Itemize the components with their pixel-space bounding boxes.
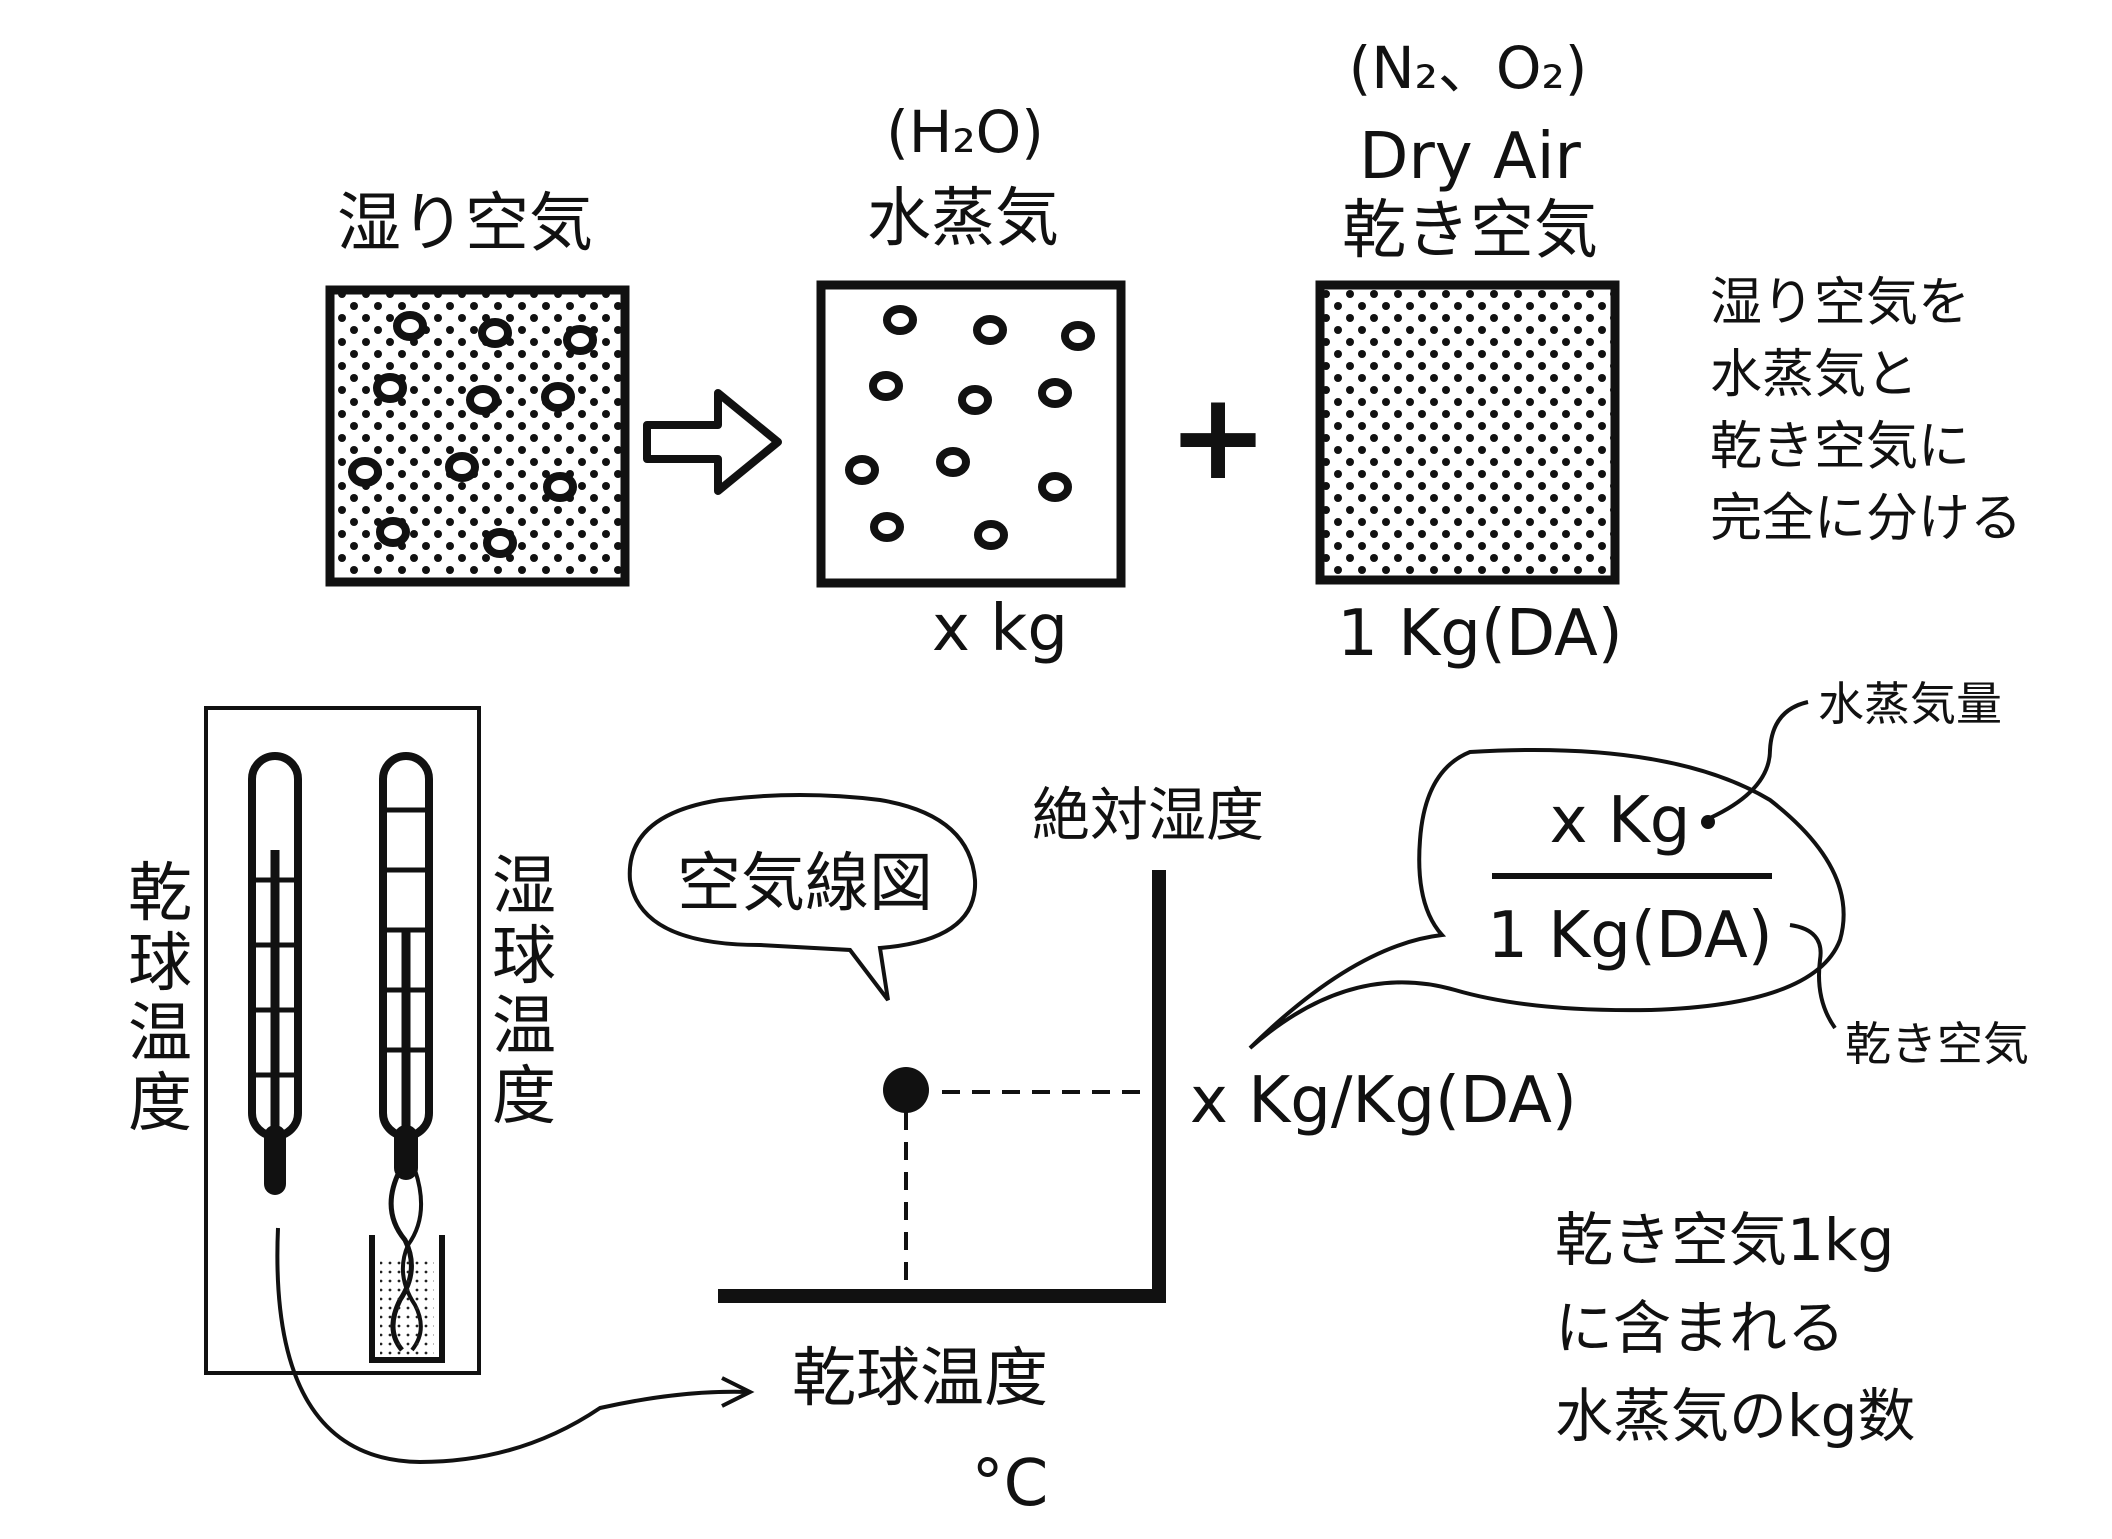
dry-air-box [1315,280,1620,585]
x-axis-label: 乾球温度 [792,1342,1048,1416]
definition-line-2: に含まれる [1555,1294,1845,1362]
fraction-denominator: 1 Kg(DA) [1487,899,1773,973]
numerator-note: 水蒸気量 [1818,677,2002,731]
split-arrow [643,389,782,495]
dry-air-label: 乾き空気 [1342,194,1598,268]
dry-bulb-label: 乾 球 温 度 [128,857,192,1141]
vapor-molecules-mixed [348,311,597,558]
fraction-numerator: x Kg [1550,784,1691,858]
note-line-1: 湿り空気を [1710,273,1970,333]
note-line-2: 水蒸気と [1710,345,1918,405]
y-axis-label: 絶対湿度 [1032,781,1264,849]
denominator-note: 乾き空気 [1845,1017,2029,1071]
dry-air-mass: 1 Kg(DA) [1337,597,1623,671]
thermometer-board [204,706,481,1375]
x-axis-unit: °C [972,1447,1049,1521]
chart-speech-bubble [627,793,978,1002]
svg-text:度: 度 [492,1060,556,1134]
chart-sketch: 空気線図 絶対湿度 x Kg/Kg(DA) 乾球温度 °C [627,781,1577,1521]
svg-text:球: 球 [128,927,192,1001]
svg-text:度: 度 [128,1067,192,1141]
state-point [883,1067,929,1113]
vapor-mass: x kg [932,592,1068,666]
numerator-note-pointer [1709,700,1809,820]
denominator-note-pointer [1789,923,1837,1030]
plus-sign: + [1168,368,1269,507]
vapor-molecules [845,305,1095,550]
water-cup-water [380,1260,434,1356]
moist-air-box [325,285,630,587]
dry-air-formula: (N₂、O₂) [1349,34,1588,102]
note-line-3: 乾き空気に [1710,417,1970,477]
ratio-callout: x Kg 1 Kg(DA) 水蒸気量 乾き空気 [1248,677,2029,1071]
wet-bulb-label: 湿 球 温 度 [492,850,556,1134]
chart-bubble-label: 空気線図 [677,847,933,921]
svg-text:温: 温 [492,990,556,1064]
svg-text:乾: 乾 [128,857,192,931]
vapor-formula: (H₂O) [886,98,1044,166]
definition-line-1: 乾き空気1kg [1555,1206,1894,1274]
moist-air-label: 湿り空気 [337,187,593,261]
separation-note: 湿り空気を 水蒸気と 乾き空気に 完全に分ける [1710,273,2022,549]
vapor-label: 水蒸気 [867,182,1059,256]
note-line-4: 完全に分ける [1710,489,2022,549]
water-cup [369,1235,445,1363]
psychrometer: 乾 球 温 度 湿 球 温 度 [128,706,755,1465]
dry-air-english: Dry Air [1359,120,1581,194]
point-value-label: x Kg/Kg(DA) [1190,1064,1577,1138]
wet-bulb-thermometer [369,752,445,1363]
svg-text:湿: 湿 [492,850,556,924]
definition-note: 乾き空気1kg に含まれる 水蒸気のkg数 [1555,1206,1915,1450]
svg-text:球: 球 [492,920,556,994]
dry-bulb-thermometer [248,752,755,1465]
fraction-bubble [1248,748,1846,1050]
water-vapor-box [816,280,1126,588]
dry-bulb-pointer [275,1227,749,1465]
svg-text:温: 温 [128,997,192,1071]
definition-line-3: 水蒸気のkg数 [1555,1382,1915,1450]
